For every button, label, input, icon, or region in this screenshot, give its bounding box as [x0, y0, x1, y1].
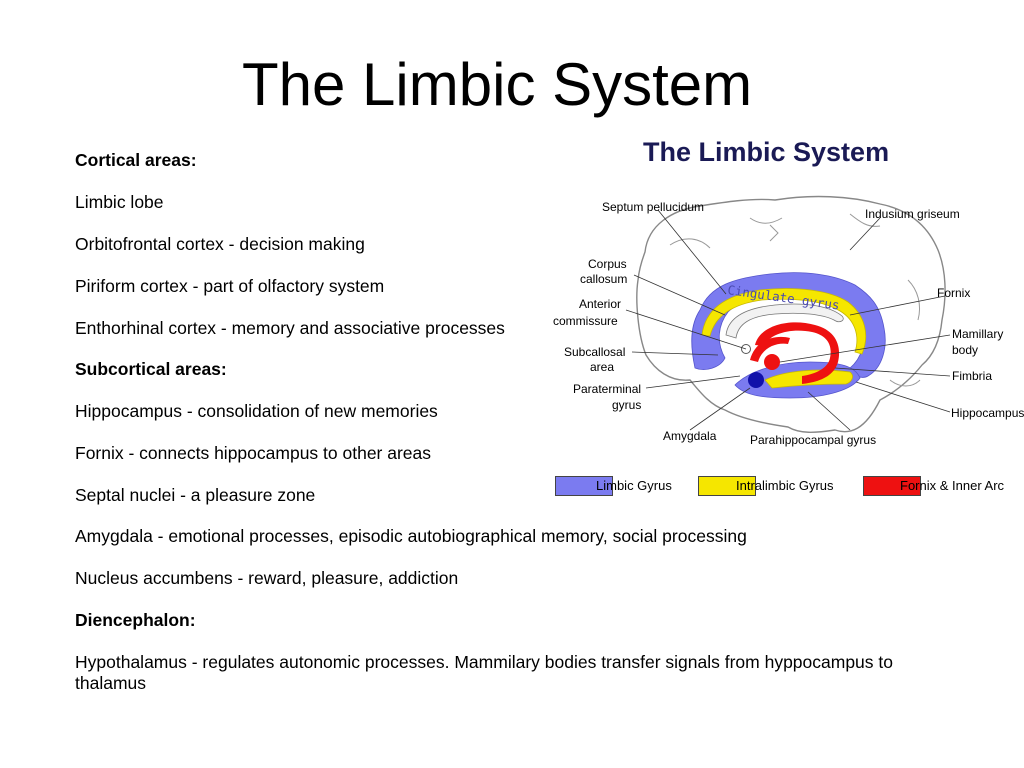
- slide-title: The Limbic System: [242, 51, 753, 118]
- label-anterior-commissure-1: Anterior: [579, 297, 621, 311]
- label-subcallosal-area-2: area: [590, 360, 614, 374]
- list-heading-cortical: Cortical areas:: [75, 150, 197, 170]
- legend-label-intralimbic-gyrus: Intralimbic Gyrus: [736, 478, 834, 493]
- label-hippocampus: Hippocampus: [951, 406, 1024, 420]
- list-item-septal-nuclei: Septal nuclei - a pleasure zone: [75, 485, 316, 505]
- label-mamillary-body-2: body: [952, 343, 978, 357]
- list-item-enthorhinal: Enthorhinal cortex - memory and associat…: [75, 318, 505, 338]
- brain-outline: [636, 195, 946, 433]
- list-item-limbic-lobe: Limbic lobe: [75, 192, 164, 212]
- list-item-fornix: Fornix - connects hippocampus to other a…: [75, 443, 432, 463]
- label-septum-pellucidum: Septum pellucidum: [602, 200, 704, 214]
- label-corpus-callosum-2: callosum: [580, 272, 627, 286]
- list-heading-subcortical: Subcortical areas:: [75, 359, 227, 379]
- brain-diagram: Septum pellucidum Indusium griseum Corpu…: [553, 195, 1024, 447]
- intralimbic-gyrus-shape: [701, 288, 866, 355]
- label-anterior-commissure-2: commissure: [553, 314, 618, 328]
- figure-legend: Limbic Gyrus Intralimbic Gyrus Fornix & …: [555, 475, 1024, 497]
- legend-label-fornix-inner-arc: Fornix & Inner Arc: [900, 478, 1005, 493]
- list-item-piriform: Piriform cortex - part of olfactory syst…: [75, 276, 385, 296]
- label-paraterminal-gyrus-1: Paraterminal: [573, 382, 641, 396]
- legend-label-limbic-gyrus: Limbic Gyrus: [596, 478, 672, 493]
- label-amygdala: Amygdala: [663, 429, 717, 443]
- limbic-system-figure: The Limbic System: [550, 130, 1024, 500]
- label-mamillary-body-1: Mamillary: [952, 327, 1003, 341]
- list-item-hippocampus: Hippocampus - consolidation of new memor…: [75, 401, 438, 421]
- list-item-orbitofrontal: Orbitofrontal cortex - decision making: [75, 234, 365, 254]
- list-item-hypothalamus: Hypothalamus - regulates autonomic proce…: [75, 652, 893, 693]
- list-item-amygdala: Amygdala - emotional processes, episodic…: [75, 526, 747, 546]
- label-paraterminal-gyrus-2: gyrus: [612, 398, 641, 412]
- label-indusium-griseum: Indusium griseum: [865, 207, 960, 221]
- label-subcallosal-area-1: Subcallosal: [564, 345, 625, 359]
- label-corpus-callosum-1: Corpus: [588, 257, 627, 271]
- label-fimbria: Fimbria: [952, 369, 992, 383]
- label-parahippocampal-gyrus: Parahippocampal gyrus: [750, 433, 876, 447]
- legend-swatch-intralimbic-gyrus: [698, 476, 756, 496]
- corpus-callosum-shape: [725, 303, 844, 339]
- mamillary-body-shape: [764, 354, 780, 370]
- legend-swatch-fornix-inner-arc: [863, 476, 921, 496]
- figure-title: The Limbic System: [643, 137, 890, 167]
- amygdala-shape: [748, 372, 764, 388]
- list-heading-diencephalon: Diencephalon:: [75, 610, 196, 630]
- list-item-nucleus-accumbens: Nucleus accumbens - reward, pleasure, ad…: [75, 568, 459, 588]
- legend-swatch-limbic-gyrus: [555, 476, 613, 496]
- fornix-inner: [750, 336, 790, 362]
- label-fornix: Fornix: [937, 286, 970, 300]
